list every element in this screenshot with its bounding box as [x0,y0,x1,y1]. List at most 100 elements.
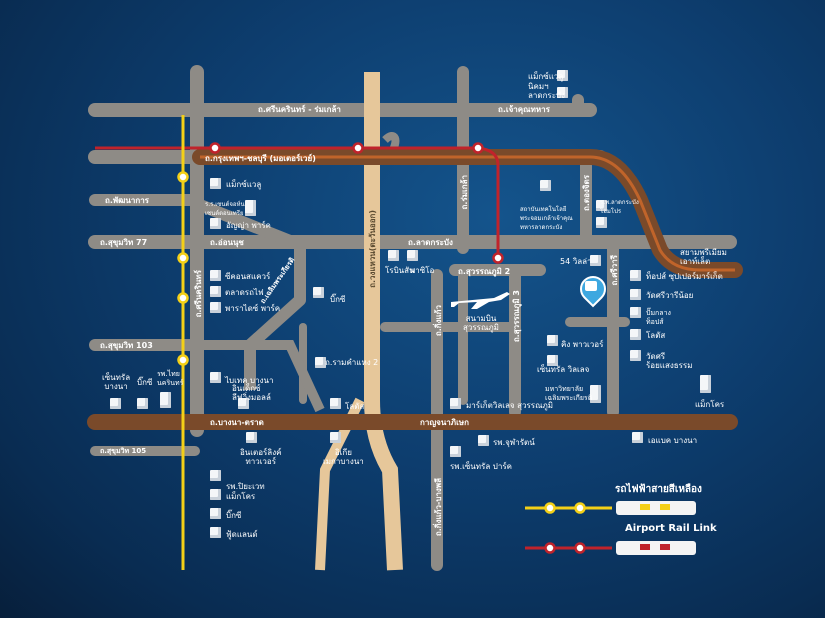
building-icon [245,200,256,216]
building-icon [630,270,641,281]
label-tops: ท็อปส์ ซุปเปอร์มาร์เก็ต [646,272,723,281]
label-bitec: ไบเทค บางนา [225,376,274,385]
label-bigc-south: บิ๊กซี [226,511,242,520]
label-piyawet: รพ.ปิยะเวท [226,482,265,491]
label-central-village: เซ็นทรัล วิลเลจ [537,365,590,374]
label-maxvalu-top: แม็กซ์แวลู [528,72,564,81]
label-foodland: ฟู้ดแลนด์ [226,530,258,539]
building-icon [632,432,643,443]
label-bangkok-chonburi: ถ.กรุงเทพฯ-ชลบุรี (มอเตอร์เวย์) [205,154,316,163]
label-sri-nakarin-romklao: ถ.ศรีนครินทร์ - ร่มเกล้า [258,105,341,114]
legend-yellow-train [616,501,696,515]
label-king-power: คิง พาวเวอร์ [561,340,604,349]
building-icon [210,489,221,500]
airplane-icon [451,292,510,309]
label-ariya-park: อัญญ่า พาร์ค [226,221,271,230]
building-icon [630,289,641,300]
label-kanchanaphisek: กาญจนาภิเษก [420,418,469,427]
label-sukhumvit77: ถ.สุขุมวิท 77 [100,238,148,247]
label-chularat: รพ.เซ็นทรัล ปาร์ค [450,462,512,471]
label-bangna-trat: ถ.บางนา-ตราด [210,418,264,427]
label-sukhumvit105: ถ.สุขุมวิท 105 [100,447,147,455]
building-icon [450,446,461,457]
label-kmitl: สถาบันเทคโนโลยีพระจอมเกล้าเจ้าคุณทหารลาด… [520,206,573,231]
building-icon [110,398,121,409]
building-icon [630,307,641,318]
label-54-villa: 54 วิลล่า [560,257,592,266]
arl-station-2 [352,142,364,154]
building-icon [315,357,326,368]
label-phatthanakan: ถ.พัฒนาการ [105,196,149,205]
building-icon [210,270,221,281]
building-icon [557,70,568,81]
label-central-park-hosp: เอแบค บางนา [648,436,698,445]
building-icon [388,250,399,261]
building-icon [540,180,551,191]
label-school: ร.ร.เซนต์จอห์น เซนต์ดอนเทรีย [205,201,245,217]
label-srinakarin: ถ.ศรีนครินทร์ [194,270,203,318]
building-icon [210,286,221,297]
label-makro-south: แม็กโคร [226,492,256,501]
label-upper-right-road: ถ.ตองจิตร [582,175,591,211]
building-icon [700,375,711,393]
label-makro-bangna: มาร์เก็ตวิลเลจ สุวรรณภูมิ [466,401,554,410]
building-icon [596,200,607,211]
building-icon [246,432,257,443]
label-nikhom: นิคมฯ ลาดกระบัง [528,82,566,100]
label-outer-ring: ถ.วงแหวน(ตะวันออก) [368,210,377,288]
building-icon [238,398,249,409]
label-thainakarin-hospital: รพ.ไทย นครินทร์ [157,370,184,387]
label-robinson: โรบินสัน [385,266,415,275]
legend-arl-train [616,541,696,555]
label-bigc-left: บิ๊กซี [330,295,346,304]
label-suvarnabhumi-airport: สนามบิน สุวรรณภูมิ [463,314,499,332]
building-icon [210,302,221,313]
label-seacon: ซีคอนสแควร์ [225,272,271,281]
label-wat-2: วัดศรี ร้อยแสงธรรม [646,352,693,370]
label-index: อินเด็กซ์ ลีฟวิ่งมอลล์ [232,384,271,402]
label-chao-khun-thahan: ถ.เจ้าคุณทหาร [498,105,550,114]
building-icon [137,398,148,409]
label-pumkaew: ปั๊มกลาง ท็อปส์ [646,309,671,326]
label-king-kaeo-bangphli: ถ.กิ่งแก้ว-บางพลี [434,478,443,537]
label-bigc-bottom: บิ๊กซี [137,378,153,387]
building-icon [313,287,324,298]
building-icon [210,470,221,481]
building-icon [210,178,221,189]
building-icon [160,392,171,408]
building-icon [450,398,461,409]
label-lat-krabang: ถ.ลาดกระบัง [408,238,453,247]
label-ikea: อิเกีย เมกาบางนา [323,448,364,466]
building-icon [596,217,607,228]
building-icon [407,250,418,261]
road-outer-ring [364,72,403,571]
label-king-kaeo: ถ.กิ่งแก้ว [434,305,443,337]
label-ramkhamhaeng2: ถ.รามคำแหง 2 [325,358,379,367]
building-icon [590,255,601,266]
label-train-market: ตลาดรถไฟ [225,288,264,297]
label-abac: แม็กโคร [695,400,725,409]
arl-station-4 [492,252,504,264]
label-paseo: พาซิโอ [410,266,435,275]
building-icon [210,527,221,538]
label-suvarnabhumi3: ถ.สุวรรณภูมิ 3 [512,290,521,343]
motorway-center-line [200,155,735,272]
legend-yellow-title: รถไฟฟ้าสายสีเหลือง [615,484,702,495]
label-maxvalu-left: แม็กซ์แวลู [226,180,262,189]
label-romklao: ถ.ร่มเกล้า [460,175,469,210]
legend-arl-title: Airport Rail Link [625,523,717,534]
label-siam-premium-outlet: สยามพรีเมียม เอาท์เล็ต [680,248,727,266]
label-sukhumvit103: ถ.สุขุมวิท 103 [100,341,153,350]
building-icon [210,218,221,229]
arl-station-1 [209,142,221,154]
building-icon [210,508,221,519]
label-market-village: รพ.จุฬารัตน์ [493,438,535,447]
building-icon [557,87,568,98]
label-lotus-right: โลตัส [646,331,666,340]
building-icon [478,435,489,446]
label-on-nut: ถ.อ่อนนุช [210,238,244,247]
label-lotus-bangna: โลตัส [345,402,365,411]
building-icon [630,329,641,340]
